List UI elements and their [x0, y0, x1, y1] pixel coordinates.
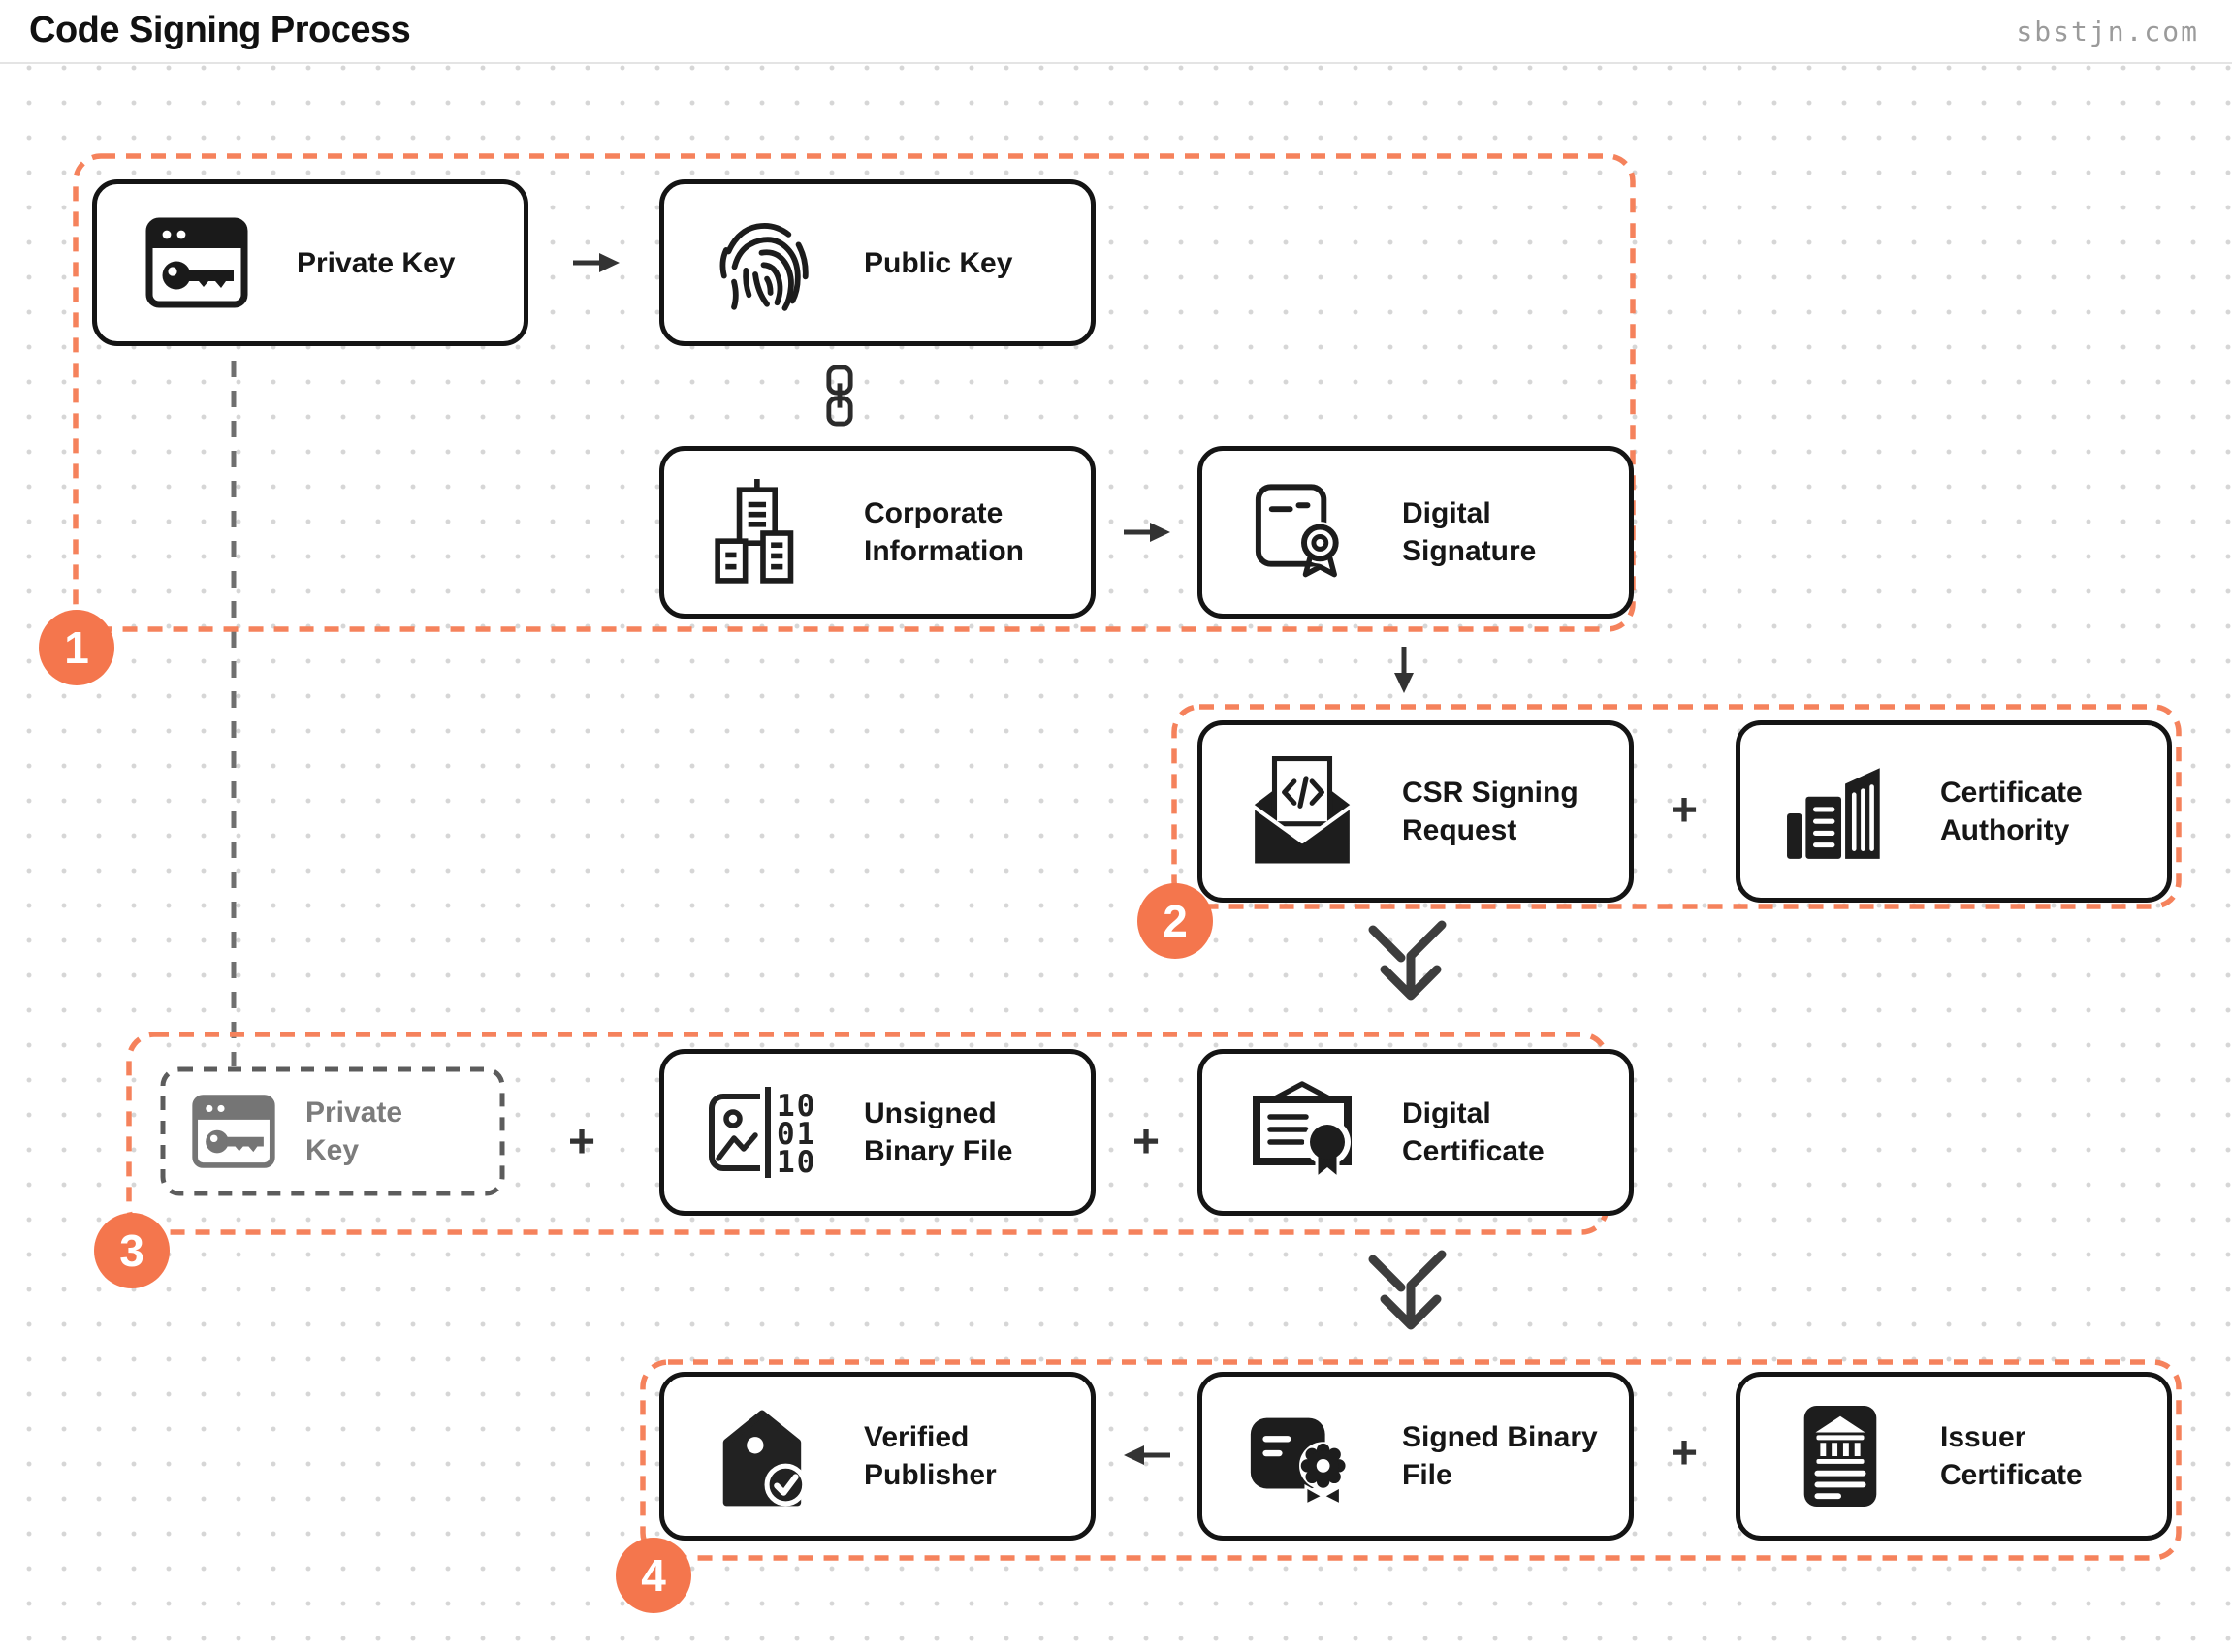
node-unsigned-binary-file: 10 01 10 Unsigned Binary File — [659, 1049, 1096, 1216]
verified-tag-icon — [691, 1403, 837, 1509]
group-2-csr-to-ca — [1171, 704, 2182, 909]
node-label: Corporate Information — [864, 497, 1024, 567]
arrow-left-icon — [1124, 1446, 1170, 1465]
node-label: Digital Signature — [1402, 497, 1537, 567]
buildings-solid-icon — [1768, 759, 1913, 864]
framed-certificate-icon — [1229, 1079, 1375, 1186]
step-badge-3: 3 — [94, 1213, 170, 1288]
node-label: Certificate Authority — [1940, 777, 2083, 846]
node-digital-certificate: Digital Certificate — [1197, 1049, 1634, 1216]
step-badge-1: 1 — [39, 610, 114, 685]
node-label: Digital Certificate — [1402, 1097, 1545, 1167]
node-label: Signed Binary File — [1402, 1421, 1598, 1491]
binary-digits-row2: 01 — [777, 1117, 816, 1152]
node-label: Issuer Certificate — [1940, 1421, 2083, 1491]
node-label: Private Key — [305, 1096, 403, 1166]
chain-link-icon — [826, 365, 853, 427]
node-signed-binary-file: Signed Binary File — [1197, 1372, 1634, 1541]
buildings-outline-icon — [691, 478, 837, 587]
node-label: Unsigned Binary File — [864, 1097, 1013, 1167]
step-badge-2: 2 — [1137, 883, 1213, 959]
header-bar: Code Signing Process sbstjn.com — [0, 0, 2232, 64]
node-public-key: Public Key — [659, 179, 1096, 346]
key-window-icon — [124, 216, 270, 309]
merge-arrow-icon — [1368, 1250, 1447, 1330]
fingerprint-icon — [691, 206, 837, 319]
node-certificate-authority: Certificate Authority — [1736, 720, 2172, 903]
group-1-key-generation — [73, 153, 1636, 632]
node-label: Verified Publisher — [864, 1421, 997, 1491]
node-private-key: Private Key — [92, 179, 528, 346]
key-window-icon — [183, 1094, 284, 1169]
page-title: Code Signing Process — [29, 10, 411, 50]
sealed-card-icon — [1229, 1406, 1375, 1507]
plus-operator: + — [1670, 784, 1699, 837]
binary-digits-row3: 10 — [777, 1145, 816, 1180]
plus-operator: + — [1132, 1116, 1161, 1168]
binary-digits-row1: 10 — [777, 1089, 816, 1124]
step-badge-4: 4 — [616, 1538, 691, 1613]
node-csr-signing-request: CSR Signing Request — [1197, 720, 1634, 903]
image-binary-icon: 10 01 10 — [691, 1084, 837, 1181]
arrow-right-icon — [1124, 523, 1170, 542]
node-label: Public Key — [864, 246, 1013, 279]
node-verified-publisher: Verified Publisher — [659, 1372, 1096, 1541]
document-seal-outline-icon — [1229, 478, 1375, 587]
plus-operator: + — [1670, 1427, 1699, 1479]
node-label: Private Key — [297, 246, 456, 279]
node-issuer-certificate: Issuer Certificate — [1736, 1372, 2172, 1541]
plus-operator: + — [567, 1116, 596, 1168]
node-corporate-information: Corporate Information — [659, 446, 1096, 619]
arrow-down-icon — [1394, 647, 1414, 693]
merge-arrow-icon — [1368, 920, 1447, 1001]
bank-document-icon — [1768, 1403, 1913, 1509]
arrow-right-icon — [573, 253, 620, 272]
envelope-code-icon — [1229, 754, 1375, 869]
group-4-verification — [640, 1359, 2182, 1561]
node-digital-signature: Digital Signature — [1197, 446, 1634, 619]
node-label: CSR Signing Request — [1402, 777, 1578, 846]
node-private-key-reused: Private Key — [160, 1066, 505, 1196]
site-link[interactable]: sbstjn.com — [2016, 16, 2199, 48]
